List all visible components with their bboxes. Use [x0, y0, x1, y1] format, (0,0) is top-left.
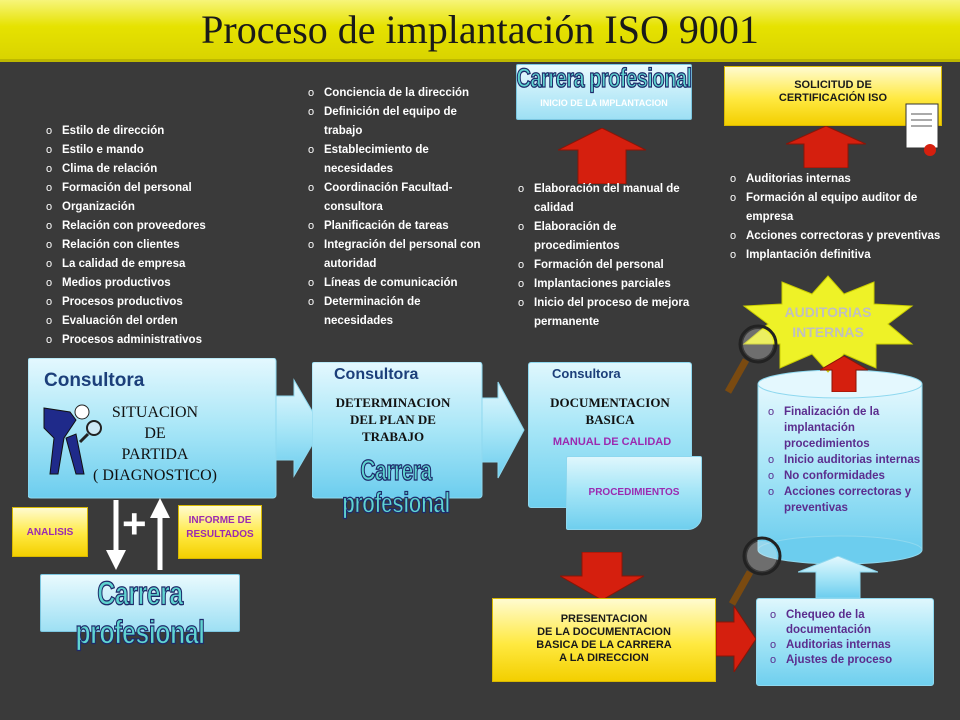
list-item: Formación del personal — [518, 256, 694, 275]
red-up-arrow-small — [820, 356, 868, 392]
chequeo-list: Chequeo de la documentación Auditorias i… — [770, 608, 930, 668]
list-item: Chequeo de la documentación — [770, 608, 930, 638]
list-item: Acciones correctoras y preventivas — [768, 484, 924, 516]
procedimientos-doc — [566, 456, 702, 530]
list-item: Planificación de tareas — [308, 217, 484, 236]
col2-box-label: Consultora — [334, 366, 419, 383]
list-item: Estilo e mando — [46, 141, 286, 160]
col2-list: Conciencia de la dirección Definición de… — [308, 84, 484, 331]
list-item: Implantación definitiva — [730, 246, 952, 265]
col3-box-text: DOCUMENTACION BASICA — [550, 395, 670, 427]
list-item: Procesos administrativos — [46, 331, 286, 350]
list-item: Ajustes de proceso — [770, 653, 930, 668]
list-item: Establecimiento de necesidades — [308, 141, 484, 179]
cylinder-list: Finalización de la implantación procedim… — [768, 404, 924, 516]
col1-box-text: SITUACION DE PARTIDA ( DIAGNOSTICO) — [93, 404, 217, 484]
col2-arrow-box — [312, 362, 525, 499]
list-item: Formación del personal — [46, 179, 286, 198]
page-title: Proceso de implantación ISO 9001 — [201, 7, 759, 52]
list-item: Determinación de necesidades — [308, 293, 484, 331]
list-item: La calidad de empresa — [46, 255, 286, 274]
red-right-arrow — [716, 606, 756, 672]
col2-box-text: DETERMINACION DEL PLAN DE TRABAJO — [335, 395, 451, 444]
list-item: Relación con proveedores — [46, 217, 286, 236]
procedimientos-label: PROCEDIMIENTOS — [588, 487, 680, 498]
list-item: Formación al equipo auditor de empresa — [730, 189, 952, 227]
list-item: Definición del equipo de trabajo — [308, 103, 484, 141]
list-item: Procesos productivos — [46, 293, 286, 312]
auditorias-burst-text: AUDITORIAS INTERNAS — [784, 304, 872, 340]
list-item: Organización — [46, 198, 286, 217]
col3-top-banner — [516, 64, 692, 120]
red-down-arrow — [560, 552, 644, 600]
list-item: Integración del personal con autoridad — [308, 236, 484, 274]
list-item: Medios productivos — [46, 274, 286, 293]
certificate-icon — [905, 103, 939, 156]
list-item: Implantaciones parciales — [518, 275, 694, 294]
col3-top-banner-text: Carrera profesional — [516, 63, 693, 94]
list-item: Acciones correctoras y preventivas — [730, 227, 952, 246]
col4-list: Auditorias internas Formación al equipo … — [730, 170, 952, 265]
informe-box: INFORME DE RESULTADOS — [178, 505, 262, 559]
list-item: Coordinación Facultad- consultora — [308, 179, 484, 217]
col3-box-label: Consultora — [552, 366, 621, 381]
list-item: Auditorias internas — [730, 170, 952, 189]
person-magnifier-icon — [43, 404, 102, 475]
col3-list: Elaboración del manual de calidad Elabor… — [518, 180, 694, 332]
list-item: No conformidades — [768, 468, 924, 484]
col1-list: Estilo de dirección Estilo e mando Clima… — [46, 122, 286, 350]
red-up-arrow — [558, 128, 646, 184]
list-item: Elaboración del manual de calidad — [518, 180, 694, 218]
magnifier-icon — [724, 324, 778, 394]
manual-calidad-label: MANUAL DE CALIDAD — [552, 436, 672, 448]
analisis-box: ANALISIS — [12, 507, 88, 557]
col1-banner-text: Carrera profesional — [75, 574, 206, 652]
col1-banner — [40, 574, 240, 632]
title-bar — [0, 0, 960, 62]
list-item: Evaluación del orden — [46, 312, 286, 331]
auditorias-burst — [742, 275, 914, 373]
list-item: Estilo de dirección — [46, 122, 286, 141]
list-item: Elaboración de procedimientos — [518, 218, 694, 256]
list-item: Finalización de la implantación procedim… — [768, 404, 924, 452]
cycle-arrows — [106, 498, 170, 570]
list-item: Inicio del proceso de mejora permanente — [518, 294, 694, 332]
presentacion-box: PRESENTACION DE LA DOCUMENTACION BASICA … — [492, 598, 716, 682]
list-item: Auditorias internas — [770, 638, 930, 653]
plus-sign: + — [122, 500, 147, 547]
list-item: Clima de relación — [46, 160, 286, 179]
col1-box-label: Consultora — [44, 370, 145, 391]
magnifier-icon-2 — [728, 536, 782, 606]
list-item: Líneas de comunicación — [308, 274, 484, 293]
list-item: Relación con clientes — [46, 236, 286, 255]
list-item: Inicio auditorias internas — [768, 452, 924, 468]
cyan-up-arrow — [798, 556, 878, 598]
col2-banner-text: Carrera profesional — [342, 455, 451, 520]
col1-arrow-box — [28, 358, 323, 499]
col3-top-banner-sub: INICIO DE LA IMPLANTACION — [540, 98, 668, 108]
red-up-arrow-col4 — [786, 126, 866, 168]
list-item: Conciencia de la dirección — [308, 84, 484, 103]
